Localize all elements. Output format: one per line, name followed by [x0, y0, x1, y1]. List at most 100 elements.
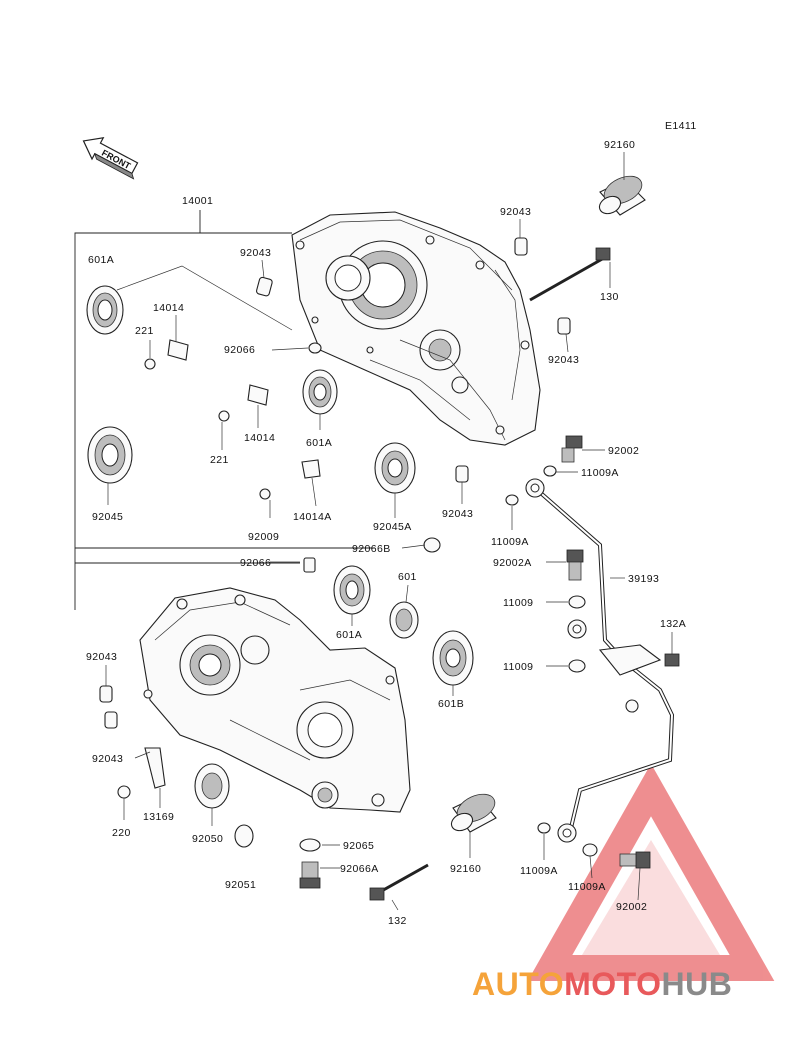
- label-601A-a: 601A: [88, 254, 114, 266]
- bearing-601A-middle: [302, 369, 338, 415]
- washer-11009A-b: [505, 494, 519, 506]
- o-ring-92065: [299, 838, 321, 852]
- washer-11009-a: [568, 595, 586, 609]
- label-92066A: 92066A: [340, 863, 379, 875]
- screw-92009: [259, 488, 271, 500]
- washer-11009A-a: [543, 465, 557, 477]
- label-11009-a: 11009: [503, 597, 533, 609]
- label-92045A: 92045A: [373, 521, 412, 533]
- label-132A: 132A: [660, 618, 686, 630]
- front-direction-arrow: FRONT: [82, 137, 139, 180]
- guide-13169: [144, 747, 166, 789]
- label-14014-a: 14014: [153, 302, 184, 314]
- retainer-plate-14014A: [301, 459, 321, 479]
- label-601A-c: 601A: [336, 629, 362, 641]
- label-92066B: 92066B: [352, 543, 391, 555]
- oil-filter-92160-top: [598, 175, 646, 216]
- label-14014A: 14014A: [293, 511, 332, 523]
- screw-221-b: [218, 410, 230, 422]
- washer-11009A-c: [537, 822, 551, 834]
- label-92043-b: 92043: [240, 247, 271, 259]
- watermark-logo-triangle: [527, 763, 775, 981]
- part-number-labels: E1411 14001 92160 92043 130 92043 601A 1…: [86, 120, 696, 927]
- plug-92066B: [423, 537, 441, 553]
- washer-11009A-d: [582, 843, 598, 857]
- bearing-92045: [87, 426, 133, 484]
- label-92051: 92051: [225, 879, 256, 891]
- dowel-pin-92043-a: [514, 237, 528, 256]
- watermark-hub: HUB: [661, 966, 732, 1002]
- watermark-moto: MOTO: [564, 966, 661, 1002]
- banjo-bolt-92002-b: [619, 851, 651, 869]
- label-221-b: 221: [210, 454, 229, 466]
- label-92002A: 92002A: [493, 557, 532, 569]
- banjo-bolt-92002-a: [561, 435, 583, 463]
- drain-plug-92066A: [299, 861, 321, 889]
- label-92043-e: 92043: [86, 651, 117, 663]
- label-13169: 13169: [143, 811, 174, 823]
- label-601: 601: [398, 571, 417, 583]
- label-92050: 92050: [192, 833, 223, 845]
- oil-pipe-39193: [525, 478, 675, 843]
- label-130: 130: [600, 291, 619, 303]
- label-11009A-a: 11009A: [581, 467, 619, 479]
- label-92043-d: 92043: [442, 508, 473, 520]
- oil-seal-92050: [194, 763, 230, 809]
- label-92043-c: 92043: [548, 354, 579, 366]
- bearing-601B: [432, 630, 474, 686]
- label-92160-bottom: 92160: [450, 863, 481, 875]
- bolt-132: [369, 863, 429, 901]
- dowel-pin-92043-d: [455, 465, 469, 483]
- screw-220: [117, 785, 131, 799]
- label-11009A-d: 11009A: [568, 881, 606, 893]
- plug-92066-b: [303, 557, 316, 573]
- label-92066-b: 92066: [240, 557, 271, 569]
- label-92002-b: 92002: [616, 901, 647, 913]
- bearing-601: [389, 601, 419, 639]
- bearing-601A-upper: [86, 285, 124, 335]
- label-92160-top: 92160: [604, 139, 635, 151]
- watermark-auto: AUTO: [472, 966, 564, 1002]
- label-92065: 92065: [343, 840, 374, 852]
- bolt-132A: [664, 653, 680, 667]
- label-92045: 92045: [92, 511, 123, 523]
- retainer-plate-14014-b: [247, 384, 269, 406]
- label-92043-a: 92043: [500, 206, 531, 218]
- lower-crankcase-half: [139, 587, 411, 813]
- upper-crankcase-half: [291, 211, 541, 446]
- bearing-601A-lower: [333, 565, 371, 615]
- plug-92066-a: [308, 342, 322, 354]
- label-11009A-b: 11009A: [491, 536, 529, 548]
- oil-seal-92051: [234, 824, 254, 848]
- label-11009A-c: 11009A: [520, 865, 558, 877]
- label-39193: 39193: [628, 573, 659, 585]
- dowel-pin-92043-f: [104, 711, 118, 729]
- banjo-bolt-92002A: [566, 549, 584, 581]
- svg-text:AUTOMOTOHUB: AUTOMOTOHUB: [472, 966, 732, 1002]
- watermark-text: AUTOMOTOHUB: [472, 966, 732, 1002]
- dowel-pin-92043-b: [255, 276, 273, 297]
- assembly-bracket-14001: [74, 210, 375, 610]
- washer-11009-b: [568, 659, 586, 673]
- oil-filter-92160-bottom: [450, 793, 497, 833]
- label-601B: 601B: [438, 698, 464, 710]
- label-92043-f: 92043: [92, 753, 123, 765]
- label-92002-a: 92002: [608, 445, 639, 457]
- label-220: 220: [112, 827, 131, 839]
- label-14001: 14001: [182, 195, 213, 207]
- label-11009-b: 11009: [503, 661, 533, 673]
- label-92066-a: 92066: [224, 344, 255, 356]
- retainer-plate-14014-a: [167, 339, 189, 361]
- dowel-pin-92043-e: [99, 685, 113, 703]
- label-92009: 92009: [248, 531, 279, 543]
- label-132: 132: [388, 915, 407, 927]
- dowel-pin-92043-c: [557, 317, 571, 335]
- bearing-92045A: [374, 442, 416, 494]
- label-14014-b: 14014: [244, 432, 275, 444]
- label-601A-b: 601A: [306, 437, 332, 449]
- stud-bolt-130: [529, 247, 611, 302]
- label-221-a: 221: [135, 325, 154, 337]
- screw-221-a: [144, 358, 156, 370]
- leader-lines: [105, 152, 673, 911]
